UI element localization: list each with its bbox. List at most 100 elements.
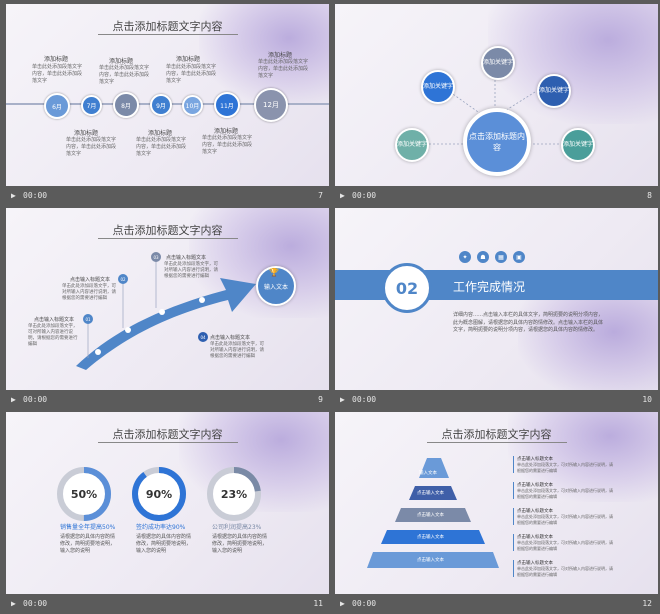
timeline-top-text: 单击此处添加段落文字内容，单击此处添加段落文字 — [166, 64, 217, 84]
pyramid-level-label: 点击输入文本 — [417, 513, 444, 518]
pyramid-level-label: 点击输入文本 — [417, 535, 444, 540]
month-node: 11月 — [214, 92, 240, 118]
title-underline — [98, 442, 238, 443]
pyramid-level-label: 输入文本 — [419, 471, 437, 476]
progress-rings — [57, 467, 261, 521]
play-icon[interactable]: ▶ — [11, 395, 16, 404]
growth-arrow — [76, 258, 256, 370]
ring-progress — [132, 467, 186, 521]
title-underline — [98, 34, 238, 35]
arrow-target-label: 输入文本 — [263, 283, 288, 291]
slide-title: 点击添加标题文字内容 — [441, 428, 552, 441]
slide-footer: ▶ 00:00 8 — [335, 186, 658, 206]
slide-title: 点击添加标题文字内容 — [112, 224, 223, 237]
arrow-target-node: 输入文本 — [256, 266, 296, 306]
month-node: 8月 — [113, 92, 139, 118]
timeline-top-head: 添加标题 — [109, 58, 134, 65]
play-icon[interactable]: ▶ — [340, 599, 345, 608]
ring-value: 90% — [145, 487, 173, 501]
slide-number: 9 — [318, 395, 323, 404]
step-text: 单击此处添加段落文字，可对所输入内容进行说明，请根据您的需要进行编辑 — [164, 262, 218, 279]
keyword-node: 添加关键字 — [561, 128, 595, 162]
timeline-bottom-text: 单击此处添加段落文字内容，单击此处添加段落文字 — [202, 135, 253, 155]
keyword-node: 添加关键字 — [481, 46, 515, 80]
month-node: 9月 — [150, 94, 172, 116]
timeline-bottom-head: 添加标题 — [74, 130, 99, 137]
step-head: 点击输入标题文本 — [166, 255, 207, 261]
pyramid-item-head: 点击输入标题文本 — [517, 561, 553, 566]
pyramid-item-text: 单击此处添加段落文字，可对所输入内容进行说明，请根据您的需要进行编辑 — [517, 514, 613, 525]
step-badge: 03 — [151, 252, 161, 262]
center-topic-node: 点击添加标题内容 — [463, 108, 531, 176]
pyramid-level-label: 点击输入文本 — [417, 491, 444, 496]
keyword-node: 添加关键字 — [537, 74, 571, 108]
pyramid-item-text: 单击此处添加段落文字，可对所输入内容进行说明，请根据您的需要进行编辑 — [517, 462, 613, 473]
slide-timing: 00:00 — [23, 191, 48, 200]
ring-progress — [207, 467, 261, 521]
play-icon[interactable]: ▶ — [340, 191, 345, 200]
play-icon[interactable]: ▶ — [11, 191, 16, 200]
slide-thumbnail-10[interactable]: 02 工作完成情况 ✦ ☗ ▦ ▣ 详细内容……点击输入本栏的具体文字，简明扼要… — [335, 208, 658, 410]
slide-title: 点击添加标题文字内容 — [112, 20, 223, 33]
ring-value: 50% — [70, 487, 98, 501]
slide-canvas: 点击添加标题文字内容 输入文本 点击输入文本 点击输入文本 点击输入文本 点击输… — [335, 412, 658, 594]
slide-number: 11 — [313, 599, 323, 608]
timeline-top-head: 添加标题 — [176, 56, 201, 63]
step-text: 单击此处添加段落文字，可对所输入内容进行说明，请根据您的需要进行编辑 — [62, 284, 116, 301]
play-icon[interactable]: ▶ — [340, 395, 345, 404]
section-number: 02 — [382, 263, 432, 313]
pyramid-item-text: 单击此处添加段落文字，可对所输入内容进行说明，请根据您的需要进行编辑 — [517, 566, 613, 577]
play-icon[interactable]: ▶ — [11, 599, 16, 608]
slide-timing: 00:00 — [23, 395, 48, 404]
pyramid-item: 点击输入标题文本 单击此处添加段落文字，可对所输入内容进行说明，请根据您的需要进… — [513, 560, 613, 577]
ring-text: 请根据您的具体内容酌情修改，简明扼要地说明，输入您的说明 — [136, 534, 192, 554]
slide-thumbnail-12[interactable]: 点击添加标题文字内容 输入文本 点击输入文本 点击输入文本 点击输入文本 点击输… — [335, 412, 658, 614]
pyramid-item-head: 点击输入标题文本 — [517, 509, 553, 514]
pyramid-item: 点击输入标题文本 单击此处添加段落文字，可对所输入内容进行说明，请根据您的需要进… — [513, 508, 613, 525]
timeline-top-text: 单击此处添加段落文字内容，单击此处添加段落文字 — [32, 64, 83, 84]
slide-number: 10 — [642, 395, 652, 404]
slide-timing: 00:00 — [352, 599, 377, 608]
slide-number: 8 — [647, 191, 652, 200]
ring-caption: 销售量全年提高50% — [60, 524, 116, 531]
month-node: 7月 — [81, 95, 102, 116]
title-underline — [427, 442, 567, 443]
slide-footer: ▶ 00:00 10 — [335, 390, 658, 410]
slide-thumbnail-11[interactable]: 点击添加标题文字内容 50% 90% 23% 销售量全年提高50% 请根据您的具… — [6, 412, 329, 614]
ring-caption: 签约成功率达90% — [136, 524, 186, 531]
slide-canvas: 02 工作完成情况 ✦ ☗ ▦ ▣ 详细内容……点击输入本栏的具体文字，简明扼要… — [335, 208, 658, 390]
step-badge: 02 — [118, 274, 128, 284]
title-underline — [98, 238, 238, 239]
step-head: 点击输入标题文本 — [70, 277, 111, 283]
slide-footer: ▶ 00:00 7 — [6, 186, 329, 206]
slide-thumbnail-7[interactable]: 点击添加标题文字内容 添加标题 单击此处添加段落文字内容，单击此处添加段落文字 … — [6, 4, 329, 206]
timeline-top-head: 添加标题 — [268, 52, 293, 59]
slide-number: 7 — [318, 191, 323, 200]
pyramid-item-head: 点击输入标题文本 — [517, 457, 553, 462]
ring-caption: 公司利润提高23% — [212, 524, 262, 531]
flower-decoration — [488, 4, 658, 124]
month-node: 10月 — [182, 95, 203, 116]
person-icon: ✦ — [459, 251, 471, 263]
pyramid-diagram — [367, 458, 499, 568]
month-node: 12月 — [254, 88, 288, 122]
slide-canvas: 点击添加标题文字内容 50% 90% 23% 销售量全年提高50% 请根据您的具… — [6, 412, 329, 594]
slide-thumbnail-9[interactable]: 点击添加标题文字内容 输入文本 🏆 01 点击输入标题文本 单击此处添加段落文字… — [6, 208, 329, 410]
pyramid-item-text: 单击此处添加段落文字，可对所输入内容进行说明，请根据您的需要进行编辑 — [517, 540, 613, 551]
slide-canvas: 点击添加标题文字内容 添加标题 单击此处添加段落文字内容，单击此处添加段落文字 … — [6, 4, 329, 186]
slide-canvas: 点击添加标题文字内容 输入文本 🏆 01 点击输入标题文本 单击此处添加段落文字… — [6, 208, 329, 390]
chart-icon: ▦ — [495, 251, 507, 263]
timeline-top-text: 单击此处添加段落文字内容，单击此处添加段落文字 — [258, 59, 309, 79]
slide-canvas: 添加关键字 添加关键字 添加关键字 添加关键字 添加关键字 点击添加标题内容 — [335, 4, 658, 186]
slide-number: 12 — [642, 599, 652, 608]
section-heading: 工作完成情况 — [453, 280, 526, 294]
slide-footer: ▶ 00:00 9 — [6, 390, 329, 410]
timeline-top-text: 单击此处添加段落文字内容，单击此处添加段落文字 — [99, 65, 150, 85]
step-text: 单击此处添加段落文字，可对所输入内容进行说明，请根据您的需要进行编辑 — [210, 342, 264, 359]
ring-text: 请根据您的具体内容酌情修改，简明扼要地说明，输入您的说明 — [212, 534, 268, 554]
slide-thumbnail-8[interactable]: 添加关键字 添加关键字 添加关键字 添加关键字 添加关键字 点击添加标题内容 ▶… — [335, 4, 658, 206]
slide-title: 点击添加标题文字内容 — [112, 428, 223, 441]
group-icon: ☗ — [477, 251, 489, 263]
pyramid-item: 点击输入标题文本 单击此处添加段落文字，可对所输入内容进行说明，请根据您的需要进… — [513, 482, 613, 499]
flower-decoration — [199, 4, 329, 104]
